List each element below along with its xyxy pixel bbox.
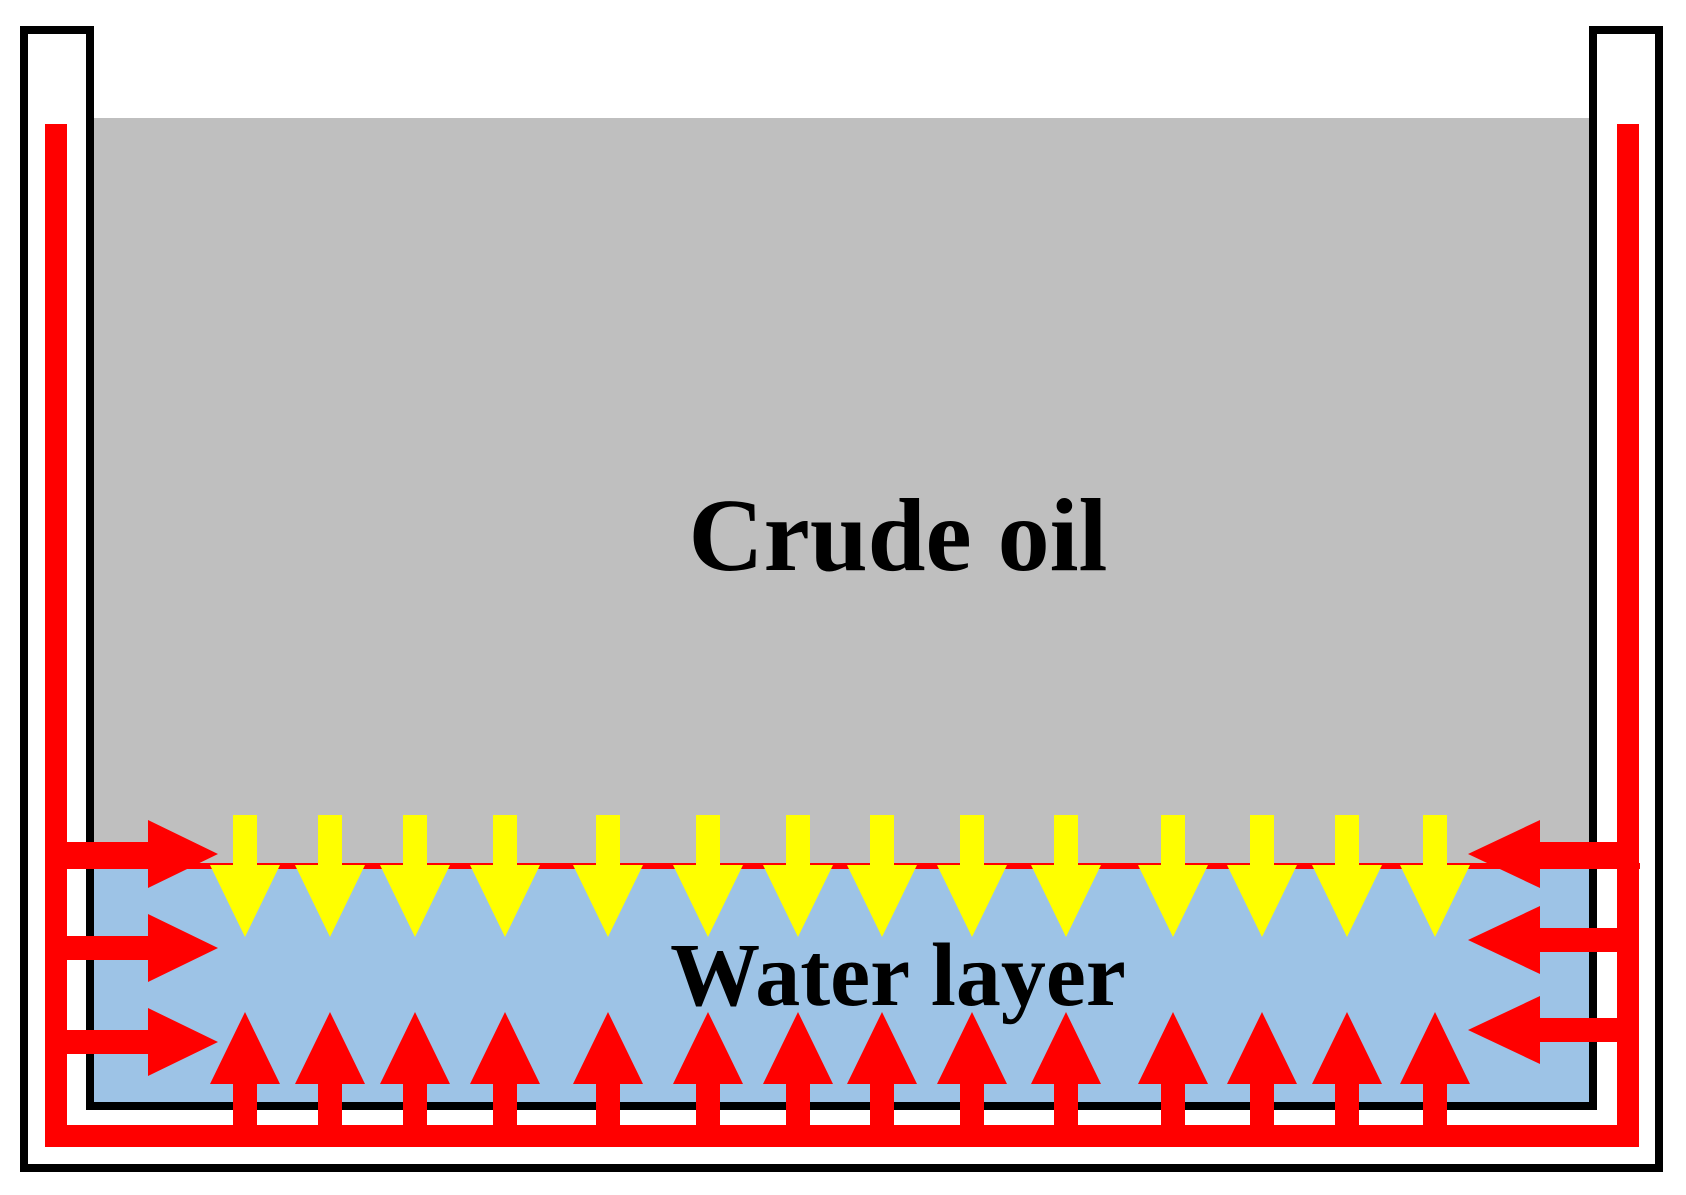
down-arrow-9 — [937, 815, 1007, 937]
left-side-arrows — [62, 820, 218, 1076]
right-side-arrow-2 — [1468, 906, 1622, 974]
down-arrow-12 — [1227, 815, 1297, 937]
down-arrow-3 — [380, 815, 450, 937]
up-arrow-2 — [295, 1012, 365, 1127]
up-arrow-7 — [763, 1012, 833, 1127]
heating-pipe — [45, 124, 1639, 1147]
up-arrow-10 — [1031, 1012, 1101, 1127]
down-arrow-6 — [673, 815, 743, 937]
left-side-arrow-1 — [62, 820, 218, 888]
down-arrow-5 — [573, 815, 643, 937]
crude-oil-label: Crude oil — [689, 478, 1108, 593]
down-arrow-11 — [1138, 815, 1208, 937]
down-arrow-8 — [847, 815, 917, 937]
water-layer-label: Water layer — [670, 926, 1126, 1025]
up-arrow-13 — [1312, 1012, 1382, 1127]
right-side-arrows — [1468, 820, 1622, 1064]
up-arrow-8 — [847, 1012, 917, 1127]
right-side-arrow-3 — [1468, 996, 1622, 1064]
down-arrow-14 — [1400, 815, 1470, 937]
up-arrow-1 — [210, 1012, 280, 1127]
up-arrow-6 — [673, 1012, 743, 1127]
crude-oil-region — [94, 118, 1589, 866]
up-arrow-4 — [470, 1012, 540, 1127]
inner-tank-outline — [86, 110, 1597, 1110]
up-arrow-11 — [1138, 1012, 1208, 1127]
down-arrow-4 — [470, 815, 540, 937]
up-arrow-12 — [1227, 1012, 1297, 1127]
right-side-arrow-1 — [1468, 820, 1622, 888]
up-arrow-3 — [380, 1012, 450, 1127]
up-arrow-14 — [1400, 1012, 1470, 1127]
down-arrow-1 — [210, 815, 280, 937]
left-side-arrow-2 — [62, 914, 218, 982]
downward-arrows — [210, 815, 1470, 937]
left-side-arrow-3 — [62, 1008, 218, 1076]
down-arrow-13 — [1312, 815, 1382, 937]
down-arrow-2 — [295, 815, 365, 937]
upward-arrows — [210, 1012, 1470, 1127]
down-arrow-7 — [763, 815, 833, 937]
up-arrow-5 — [573, 1012, 643, 1127]
down-arrow-10 — [1031, 815, 1101, 937]
up-arrow-9 — [937, 1012, 1007, 1127]
